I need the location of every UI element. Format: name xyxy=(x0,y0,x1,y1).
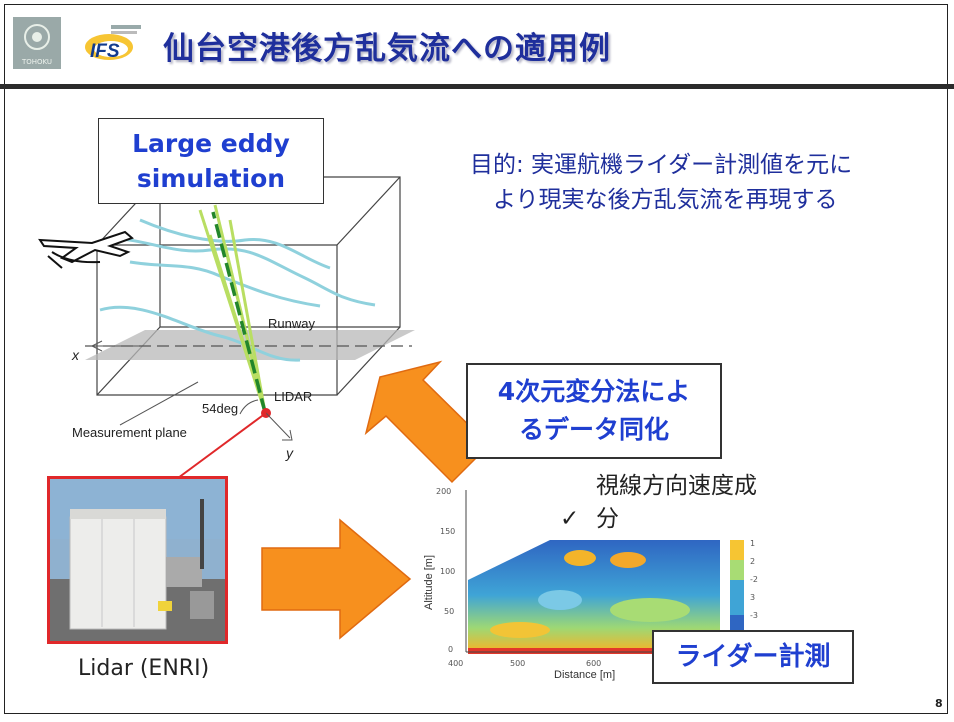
vortex-line-4 xyxy=(139,218,331,270)
data-assimilation-arrow xyxy=(364,360,491,484)
y-tick: 0 xyxy=(448,645,453,654)
runway-label: Runway xyxy=(268,316,315,331)
y-axis-label: y xyxy=(285,445,294,461)
les-label-box: Large eddy simulation xyxy=(98,118,324,204)
colorbar-tick: 3 xyxy=(750,593,755,602)
y-axis-arrowhead xyxy=(282,429,293,441)
title-divider xyxy=(0,84,954,89)
lidar-label: LIDAR xyxy=(274,389,312,404)
lidar-measurement-plot: 1 2 -2 3 -3 200 150 100 50 0 400 500 600… xyxy=(423,487,758,681)
colorbar-tick: 1 xyxy=(750,539,755,548)
y-tick: 200 xyxy=(436,487,451,496)
plane-label-leader xyxy=(119,381,199,426)
angle-arc xyxy=(239,399,259,415)
y-tick: 100 xyxy=(440,567,455,576)
x-axis-arrowhead xyxy=(90,340,103,352)
angle-label: 54deg xyxy=(202,401,238,416)
measurement-flow-arrow xyxy=(261,518,412,640)
lidar-photo xyxy=(47,476,228,644)
x-tick: 600 xyxy=(586,659,601,668)
vortex-line-3 xyxy=(99,305,301,362)
tohoku-logo-text: TOHOKU xyxy=(21,58,52,66)
title-bar: TOHOKU IFS 仙台空港後方乱気流への適用例 xyxy=(5,5,947,75)
los-velocity-text: 視線方向速度成 分 xyxy=(596,473,757,532)
y-tick: 150 xyxy=(440,527,455,536)
tohoku-university-logo: TOHOKU xyxy=(13,17,61,69)
colorbar-tick: -2 xyxy=(750,575,758,584)
slide-title: 仙台空港後方乱気流への適用例 xyxy=(163,31,611,67)
page-number: 8 xyxy=(935,697,943,710)
x-tick: 500 xyxy=(510,659,525,668)
y-tick: 50 xyxy=(444,607,454,616)
x-tick: 400 xyxy=(448,659,463,668)
lidar-photo-caption: Lidar (ENRI) xyxy=(78,656,210,681)
measurement-plane-label: Measurement plane xyxy=(72,425,187,440)
slide-frame xyxy=(4,4,948,714)
lidar-center-beam xyxy=(211,211,267,413)
lidar-to-photo-connector xyxy=(177,412,267,479)
ifs-logo-text: IFS xyxy=(90,41,120,62)
los-velocity-bullet: ✓ 視線方向速度成 分 xyxy=(560,470,830,569)
airplane-icon xyxy=(38,230,134,269)
objective-text: 目的: 実運航機ライダー計測値を元に より現実な後方乱気流を再現する xyxy=(470,152,853,213)
lidar-measurement-label-box: ライダー計測 xyxy=(652,630,854,684)
checkmark-icon: ✓ xyxy=(560,506,580,532)
plot-y-label: Altitude [m] xyxy=(423,555,435,610)
x-axis-label: x xyxy=(71,347,80,363)
y-axis-line xyxy=(265,412,291,439)
contour-field xyxy=(468,540,720,650)
plot-x-label: Distance [m] xyxy=(554,669,615,681)
colorbar-tick: 2 xyxy=(750,557,755,566)
colorbar-tick: -3 xyxy=(750,611,758,620)
4dvar-label-box: 4次元変分法によ るデータ同化 xyxy=(466,363,722,459)
ifs-logo: IFS xyxy=(81,23,145,63)
vortex-line-1 xyxy=(109,236,376,307)
